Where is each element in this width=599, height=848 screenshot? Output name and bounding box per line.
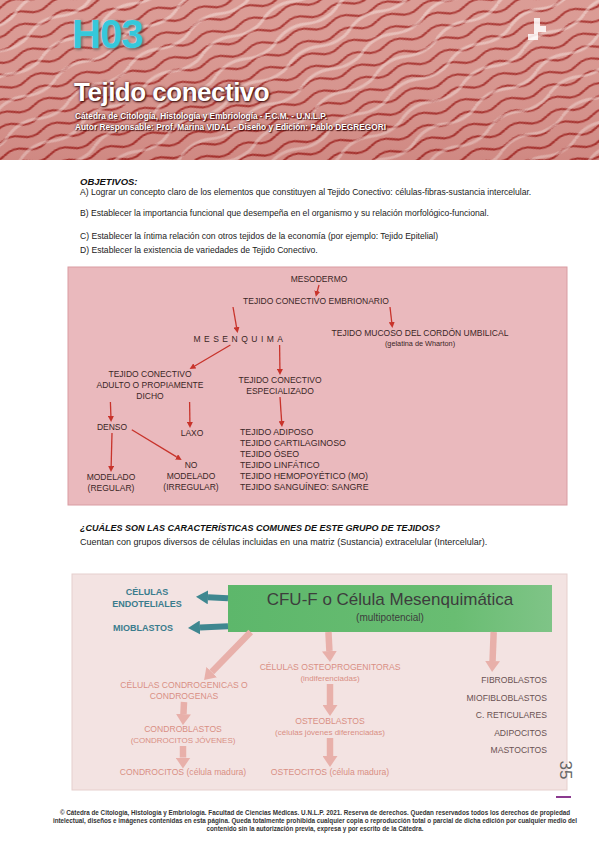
text-label: D) Establecer la existencia de variedade… <box>80 245 565 256</box>
text-label: Autor Responsable: Prof. Marina VIDAL - … <box>75 122 386 132</box>
node-text: TEJIDO CARTILAGINOSO <box>240 438 380 449</box>
text-label: Cátedra de Citología, Histología y Embri… <box>75 111 327 121</box>
node-text: TEJIDO ADIPOSO <box>240 427 380 438</box>
connector-arrow <box>327 738 334 756</box>
diagram-node: CONDROBLASTOS(CONDROCITOS JÓVENES) <box>118 724 248 746</box>
diagram-node: MESODERMO <box>273 274 365 285</box>
node-text: TEJIDO HEMOPOYÉTICO (MO) <box>240 471 380 482</box>
node-text: MASTOCITOS <box>435 742 547 760</box>
diagram-node: TEJIDO CONECTIVO EMBRIONARIO <box>216 296 416 307</box>
diagram-node: LAXO <box>172 428 212 439</box>
connector-arrow <box>212 632 251 672</box>
node-text: CÉLULAS CONDROGENICAS O CONDROGENAS <box>117 680 251 702</box>
text-label: ¿CUÁLES SON LAS CARACTERÍSTICAS COMUNES … <box>80 523 580 533</box>
page-mark <box>556 796 571 798</box>
connector-arrow <box>327 684 334 705</box>
header-shade <box>0 0 599 160</box>
node-text: CFU-F o Célula Mesenquimática <box>228 585 552 611</box>
node-text: OSTEOBLASTOS <box>255 716 405 727</box>
node-text: C. RETICULARES <box>435 707 547 725</box>
text-label: Cuentan con grupos diversos de células i… <box>80 537 520 548</box>
diagram-node: TEJIDO ADIPOSOTEJIDO CARTILAGINOSOTEJIDO… <box>240 427 380 493</box>
header-tissue-image <box>0 0 599 160</box>
connector-arrow <box>189 402 191 422</box>
text-label: B) Establecer la importancia funcional q… <box>80 208 565 219</box>
connector-arrow <box>180 702 187 714</box>
node-text: TEJIDO CONECTIVO ADULTO O PROPIAMENTE DI… <box>95 369 205 402</box>
node-text: MIOFIBLOBLASTOS <box>435 690 547 708</box>
node-text: TEJIDO MUCOSO DEL CORDÓN UMBILICAL <box>305 328 535 339</box>
node-text: (indiferenciadas) <box>255 673 405 684</box>
diagram-node: TEJIDO CONECTIVO ESPECIALIZADO <box>228 375 332 397</box>
node-text: (gelatina de Wharton) <box>305 339 535 349</box>
text-label: C) Establecer la íntima relación con otr… <box>80 231 565 242</box>
node-text: CÉLULAS ENDOTELIALES <box>98 586 196 610</box>
diagram-band <box>72 574 567 790</box>
node-text: DENSO <box>90 422 134 433</box>
connector-arrow <box>208 594 228 601</box>
text-label: A) Lograr un concepto claro de los eleme… <box>80 187 565 198</box>
connector-arrow <box>195 345 231 366</box>
node-text: MODELADO (REGULAR) <box>80 472 142 494</box>
diagram-node: CÉLULAS CONDROGENICAS O CONDROGENAS <box>117 680 251 702</box>
node-text: CONDROCITOS (célula madura) <box>108 767 258 778</box>
diagram-node: DENSO <box>90 422 134 433</box>
connector-arrow <box>317 285 319 291</box>
header-logo <box>528 18 546 40</box>
connector-arrow <box>111 433 113 466</box>
node-text: TEJIDO CONECTIVO ESPECIALIZADO <box>228 375 332 397</box>
diagram-node: MESENQUIMA <box>180 333 300 345</box>
connector-arrow <box>200 626 228 627</box>
diagram-node: MIOBLASTOS <box>98 622 188 634</box>
node-text: CONDROBLASTOS <box>118 724 248 735</box>
node-text: TEJIDO CONECTIVO EMBRIONARIO <box>216 296 416 307</box>
page-title: Tejido conectivo <box>74 77 269 108</box>
connector-arrow <box>280 397 282 421</box>
connector-arrow <box>390 307 392 322</box>
connector-arrow <box>110 402 112 416</box>
node-text: MIOBLASTOS <box>98 622 188 634</box>
header-tissue-streaks <box>0 0 599 160</box>
text-label: © Cátedra de Citología, Histología y Emb… <box>52 809 578 833</box>
diagram-node: TEJIDO MUCOSO DEL CORDÓN UMBILICAL(gelat… <box>305 328 535 349</box>
node-text: NO MODELADO (IRREGULAR) <box>160 460 222 493</box>
node-text: MESODERMO <box>273 274 365 285</box>
node-text: (CONDROCITOS JÓVENES) <box>118 735 248 746</box>
diagram-band <box>68 267 567 505</box>
node-text: CÉLULAS OSTEOPROGENITORAS <box>255 662 405 673</box>
diagram-node: CÉLULAS OSTEOPROGENITORAS(indiferenciada… <box>255 662 405 684</box>
text-label: 35 <box>555 761 575 780</box>
node-text: TEJIDO ÓSEO <box>240 449 380 460</box>
diagram-node: CFU-F o Célula Mesenquimática(multipoten… <box>228 585 552 632</box>
node-text: MESENQUIMA <box>180 333 300 345</box>
diagram-node: OSTEOBLASTOS(células jóvenes diferenciad… <box>255 716 405 738</box>
text-label: H03 <box>72 12 142 57</box>
diagram-node: OSTEOCITOS (célula madura) <box>255 767 405 778</box>
connector-arrow <box>233 307 237 327</box>
node-text: OSTEOCITOS (célula madura) <box>255 767 405 778</box>
diagram-node: CONDROCITOS (célula madura) <box>108 767 258 778</box>
node-text: (células jóvenes diferenciadas) <box>255 727 405 738</box>
node-text: FIBROBLASTOS <box>435 672 547 690</box>
node-text: ADIPOCITOS <box>435 725 547 743</box>
connector-arrow <box>493 632 494 661</box>
node-text: LAXO <box>172 428 212 439</box>
diagram-node: TEJIDO CONECTIVO ADULTO O PROPIAMENTE DI… <box>95 369 205 402</box>
connector-arrow <box>325 632 332 651</box>
node-text: TEJIDO SANGUÍNEO: SANGRE <box>240 482 380 493</box>
text-label: OBJETIVOS: <box>80 176 560 187</box>
connector-arrow <box>279 345 281 369</box>
connector-arrow <box>180 746 187 758</box>
diagram-node: CÉLULAS ENDOTELIALES <box>98 586 196 610</box>
diagram-node: FIBROBLASTOSMIOFIBLOBLASTOSC. RETICULARE… <box>435 672 547 760</box>
diagram-node: NO MODELADO (IRREGULAR) <box>160 460 222 493</box>
node-text: TEJIDO LINFÁTICO <box>240 460 380 471</box>
node-text: (multipotencial) <box>228 611 552 624</box>
connector-arrow <box>132 430 177 457</box>
diagram-node: MODELADO (REGULAR) <box>80 472 142 494</box>
